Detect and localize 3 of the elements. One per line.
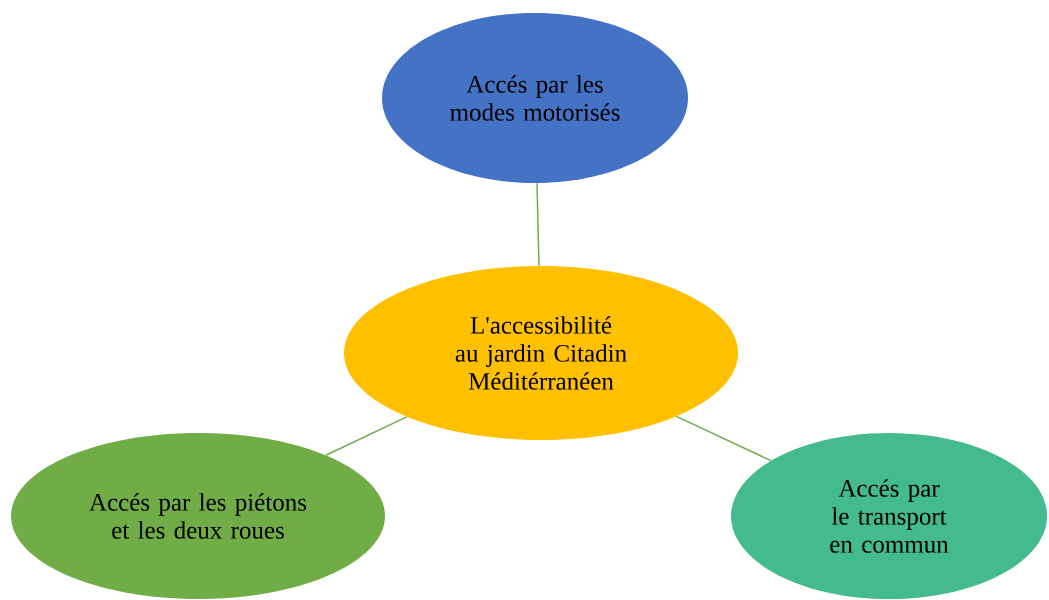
connector-line	[675, 415, 772, 462]
connector-line	[325, 416, 408, 456]
connector-line	[536, 182, 540, 267]
